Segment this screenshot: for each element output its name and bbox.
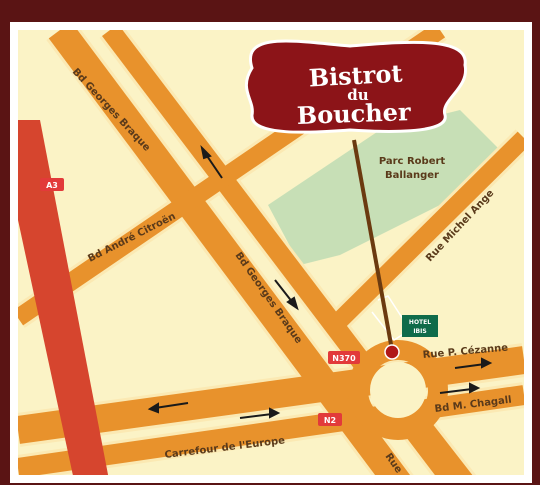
park-label-line2: Ballanger xyxy=(385,170,439,181)
badge-n370-text: N370 xyxy=(332,354,356,363)
restaurant-logo: Bistrot du Boucher xyxy=(245,39,467,134)
highway-a3 xyxy=(18,120,109,475)
hotel-sign-icon: HOTEL IBIS xyxy=(402,315,438,337)
direction-arrow-icon xyxy=(200,144,223,179)
direction-arrow-icon xyxy=(239,407,281,419)
direction-arrow-icon xyxy=(274,279,299,311)
direction-arrow-icon xyxy=(147,402,189,414)
roundabout-center xyxy=(370,362,426,418)
road-bd-georges-braque-north xyxy=(48,30,411,475)
direction-arrows xyxy=(147,144,493,419)
logo-line2: du xyxy=(347,86,368,104)
direction-arrow-icon xyxy=(454,357,493,369)
park-label-line1: Parc Robert xyxy=(379,156,446,167)
location-marker-icon xyxy=(384,344,400,360)
badge-n2: N2 xyxy=(318,413,342,426)
hotel-sign-line1: HOTEL xyxy=(409,319,431,326)
badge-n2-text: N2 xyxy=(324,416,336,425)
direction-arrow-icon xyxy=(439,382,481,394)
logo-line1: Bistrot xyxy=(308,59,403,93)
road-rue-michel-ange xyxy=(323,131,524,337)
badge-a3-text: A3 xyxy=(46,181,58,190)
badge-a3: A3 xyxy=(40,178,64,191)
park-area xyxy=(268,110,505,265)
hotel-sign-line2: IBIS xyxy=(413,328,426,335)
logo-line3: Boucher xyxy=(296,97,411,130)
badge-n370: N370 xyxy=(328,351,360,364)
location-pointer xyxy=(352,139,394,351)
